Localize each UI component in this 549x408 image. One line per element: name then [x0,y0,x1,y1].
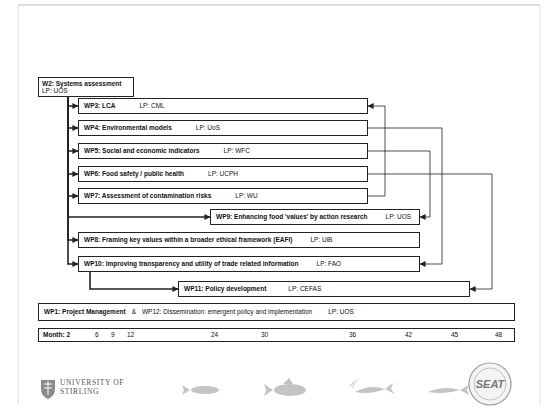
package-title: WP8: Framing key values within a broader… [84,236,292,243]
flow-arrow [68,97,78,106]
lead-partner: LP: WU [235,192,257,199]
month-number: 12 [127,331,134,338]
package-title: WP10: Improving transparency and utility… [84,260,299,267]
flow-arrow [68,97,78,174]
work-package-box: WP1: Project Management&WP12: Disseminat… [38,303,515,321]
lead-partner: LP: CML [139,102,164,109]
lead-partner: LP: UOS [386,213,412,220]
flow-arrow [68,97,78,264]
slide-border [540,5,541,404]
package-title: WP11: Policy development [184,285,266,292]
month-number: 36 [349,331,356,338]
work-package-box: WP7: Assessment of contamination risks LP… [78,188,368,204]
work-package-box: WP8: Framing key values within a broader… [78,232,420,248]
package-title: WP7: Assessment of contamination risks [84,192,211,199]
package-title: WP3: LCA [84,102,115,109]
flow-arrow [68,97,78,196]
lead-partner: LP: FAO [317,260,342,267]
fish-icons [182,378,469,396]
work-package-box: WP4: Environmental models LP: UoS [78,120,368,136]
timeline-bar: Month: 2 6 9 12 24 30 36 42 45 48 [38,328,515,342]
lead-partner: LP: UOS [328,308,354,315]
work-package-box: WP11: Policy development LP: CEFAS [178,281,470,297]
crest-icon [44,381,52,395]
work-package-box: WP10: Improving transparency and utility… [78,256,420,272]
work-package-box: WP6: Food safety / public health LP: UCPH [78,166,368,182]
flow-arrow [68,97,78,128]
month-number: 48 [495,331,502,338]
package-title: WP12: Dissemination: emergent policy and… [142,308,312,315]
work-package-box: WP5: Social and economic indicators LP: W… [78,143,368,159]
package-title: WP9: Enhancing food 'values' by action r… [216,213,368,220]
lead-partner: LP: UCPH [208,170,238,177]
lead-partner: LP: UoS [196,124,220,131]
timeline-label: Month: 2 [43,331,70,338]
month-number: 24 [211,331,218,338]
work-package-box: WP3: LCA LP: CML [78,98,368,114]
slide-border [18,5,540,6]
flow-arrow [68,97,78,240]
logo-text: SEAT [476,378,505,391]
package-title: W2: Systems assessment [42,80,130,87]
month-number: 9 [111,331,115,338]
work-package-box: WP9: Enhancing food 'values' by action r… [210,209,420,225]
slide-border [18,5,19,404]
university-name: UNIVERSITY OF STIRLING [60,378,130,397]
package-title: & [132,308,136,315]
package-title: WP5: Social and economic indicators [84,147,200,154]
month-number: 30 [261,331,268,338]
lead-partner: LP: UOS [42,87,130,94]
package-title: WP1: Project Management [44,308,126,315]
lead-partner: LP: CEFAS [288,285,321,292]
month-number: 45 [451,331,458,338]
flow-arrow [90,272,178,289]
month-number: 6 [95,331,99,338]
package-title: WP4: Environmental models [84,124,172,131]
work-package-box: W2: Systems assessmentLP: UOS [38,77,134,97]
flow-arrow [68,97,78,151]
package-title: WP6: Food safety / public health [84,170,184,177]
lead-partner: LP: WFC [224,147,250,154]
flow-arrow [368,151,430,217]
logo-circle: SEAT [466,362,514,406]
crest-icon [41,380,55,399]
month-number: 42 [405,331,412,338]
lead-partner: LP: UiB [310,236,332,243]
